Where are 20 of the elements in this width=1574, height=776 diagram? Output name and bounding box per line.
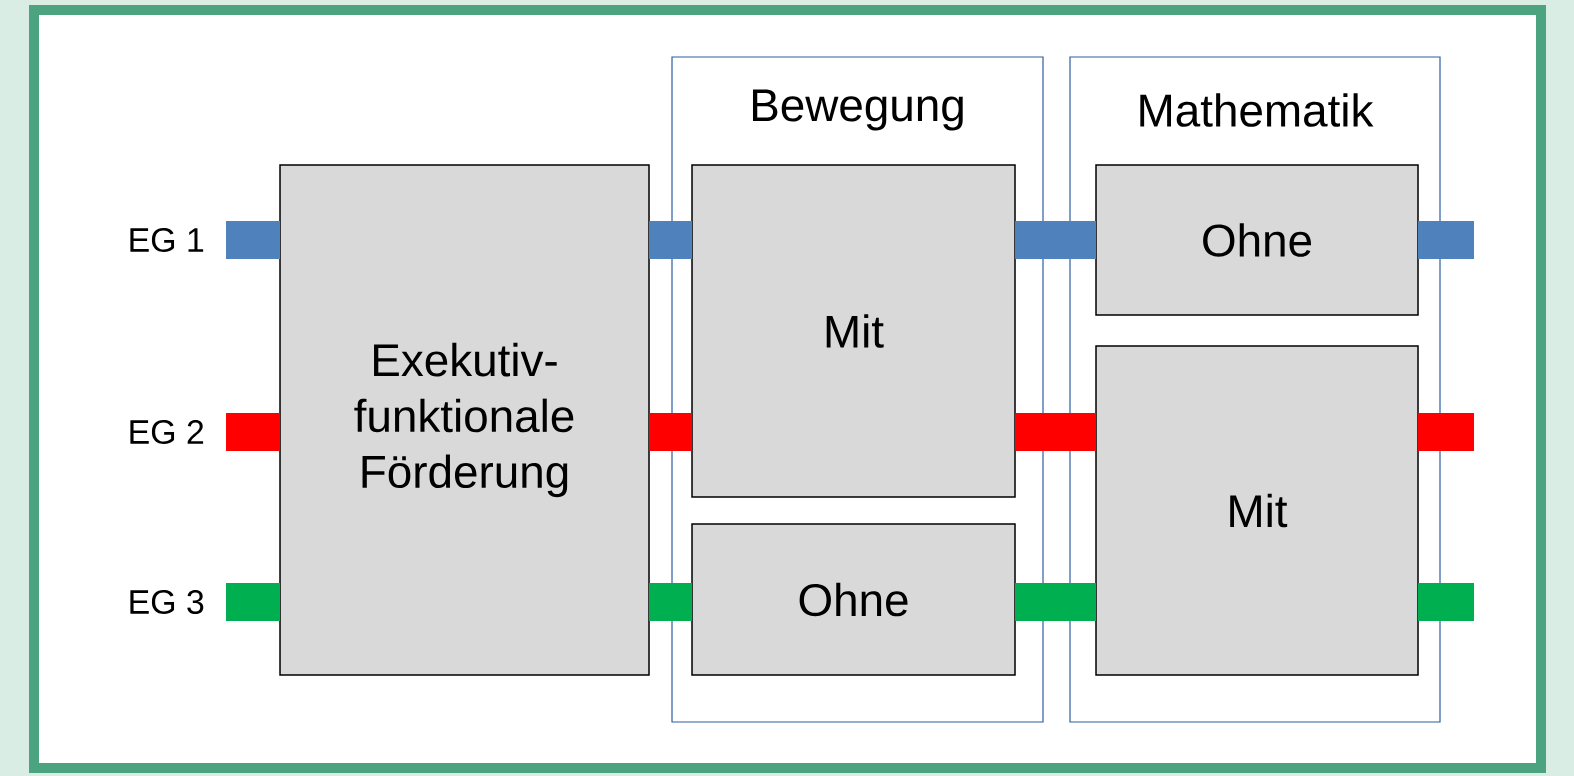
condition-box: Exekutiv- funktionale Förderung <box>279 164 650 676</box>
connector-bar <box>1418 413 1474 451</box>
row-label: EG 3 <box>130 590 204 614</box>
row-label: EG 1 <box>130 228 204 252</box>
connector-bar <box>649 583 692 621</box>
connector-bar <box>649 413 692 451</box>
connector-bar <box>1418 583 1474 621</box>
connector-bar <box>1015 413 1096 451</box>
condition-box: Mit <box>1095 345 1419 676</box>
connector-bar <box>226 221 280 259</box>
condition-box: Ohne <box>1095 164 1419 316</box>
connector-bar <box>1015 221 1096 259</box>
connector-bar <box>649 221 692 259</box>
connector-bar <box>1418 221 1474 259</box>
connector-bar <box>1015 583 1096 621</box>
row-label: EG 2 <box>130 420 204 444</box>
connector-bar <box>226 413 280 451</box>
condition-box: Ohne <box>691 523 1016 676</box>
condition-box: Mit <box>691 164 1016 498</box>
connector-bar <box>226 583 280 621</box>
